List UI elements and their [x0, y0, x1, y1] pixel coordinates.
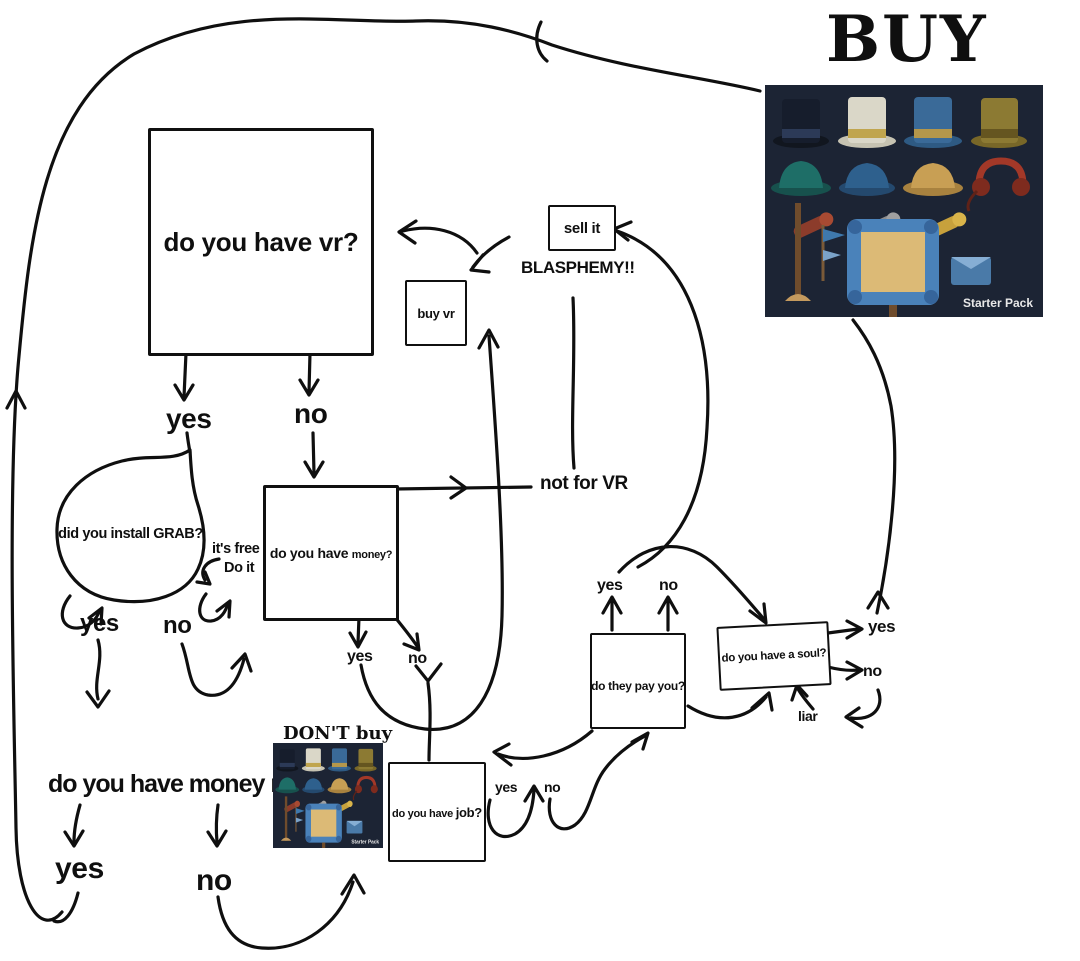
label-no-havevr: no	[294, 398, 328, 429]
arrow-pay-no	[657, 595, 679, 632]
arrow-soul-yes	[826, 318, 897, 640]
label-no-money: no	[408, 650, 427, 667]
install-grab-blob	[55, 448, 206, 604]
label-blasphemy: BLASPHEMY!!	[521, 258, 635, 277]
starter-pack-image-small	[273, 743, 383, 848]
label-its-free: it's free	[212, 541, 260, 557]
label-yes-grab: yes	[80, 610, 119, 637]
arrow-pay-yes	[601, 595, 623, 632]
arrow-pay-down-left	[492, 729, 594, 767]
arrow-soul-no	[826, 660, 882, 729]
label-no-moneynow: no	[196, 864, 232, 897]
arrow-yes-to-buy-loop	[5, 17, 762, 924]
node-have-job-label: do you have job?	[392, 805, 482, 820]
arrow-pay-to-soul	[617, 545, 768, 625]
node-have-vr: do you have vr?	[148, 128, 374, 356]
have-job-word: job?	[455, 804, 483, 820]
arrow-money-yes	[348, 328, 504, 731]
arrow-moneynow-yes	[63, 803, 85, 848]
node-sell-it: sell it	[548, 205, 616, 251]
label-yes-moneynow: yes	[55, 852, 104, 885]
have-money-word: money?	[351, 549, 393, 561]
node-have-money: do you have money?	[263, 485, 399, 621]
label-no-soul: no	[863, 663, 882, 680]
label-no-pay: no	[659, 577, 678, 594]
node-have-job: do you have job?	[388, 762, 486, 862]
node-have-money-label: do you have money?	[269, 545, 393, 561]
arrow-liar-to-soul	[790, 683, 815, 711]
arrow-grab-yes-hook	[60, 594, 104, 630]
arrow-job-no-to-pay	[547, 731, 650, 831]
arrow-grab-no-hook	[198, 592, 232, 623]
node-buy-vr: buy vr	[405, 280, 467, 346]
label-yes-soul: yes	[868, 617, 896, 636]
node-have-soul-label: do you have a soul?	[721, 647, 827, 665]
label-not-for-vr: not for VR	[540, 473, 628, 494]
arrow-doit-hook	[195, 557, 221, 586]
label-yes-havevr: yes	[166, 403, 212, 434]
label-no-job: no	[544, 779, 561, 795]
node-install-grab-label: did you install GRAB?	[58, 526, 203, 542]
label-yes-money: yes	[347, 648, 373, 665]
buy-title: BUY	[826, 2, 988, 77]
arrow-blasphemy-to-havevr	[397, 219, 479, 255]
label-yes-pay: yes	[597, 577, 623, 594]
arrow-moneynow-no	[206, 803, 366, 950]
arrow-grabno-to-doit	[180, 642, 253, 697]
label-yes-job: yes	[495, 779, 518, 795]
arrow-pay-to-soul-low	[686, 691, 774, 720]
arrow-money-no	[392, 614, 443, 762]
label-no-grab: no	[163, 612, 192, 639]
have-money-pre: do you have	[269, 545, 349, 561]
arrow-money-notforvr	[393, 296, 576, 500]
node-sell-it-label: sell it	[563, 219, 601, 237]
node-buy-vr-label: buy vr	[417, 305, 455, 321]
starter-pack-image-large	[765, 85, 1043, 317]
arrow-havevr-no	[298, 351, 325, 479]
arrow-grabyes-to-moneynow	[85, 638, 111, 709]
dont-buy-label: DON'T buy	[283, 723, 393, 744]
node-pay-you-label: do they pay you?	[591, 679, 685, 693]
arrow-job-yes-hook	[486, 784, 545, 839]
have-job-pre: do you have	[392, 807, 453, 820]
node-pay-you: do they pay you?	[590, 633, 686, 729]
node-have-soul: do you have a soul?	[716, 621, 832, 691]
label-liar: liar	[798, 708, 818, 724]
node-have-vr-label: do you have vr?	[163, 226, 359, 257]
arrow-blasphemy-to-buyvr	[469, 235, 511, 274]
label-do-it: Do it	[224, 560, 255, 576]
